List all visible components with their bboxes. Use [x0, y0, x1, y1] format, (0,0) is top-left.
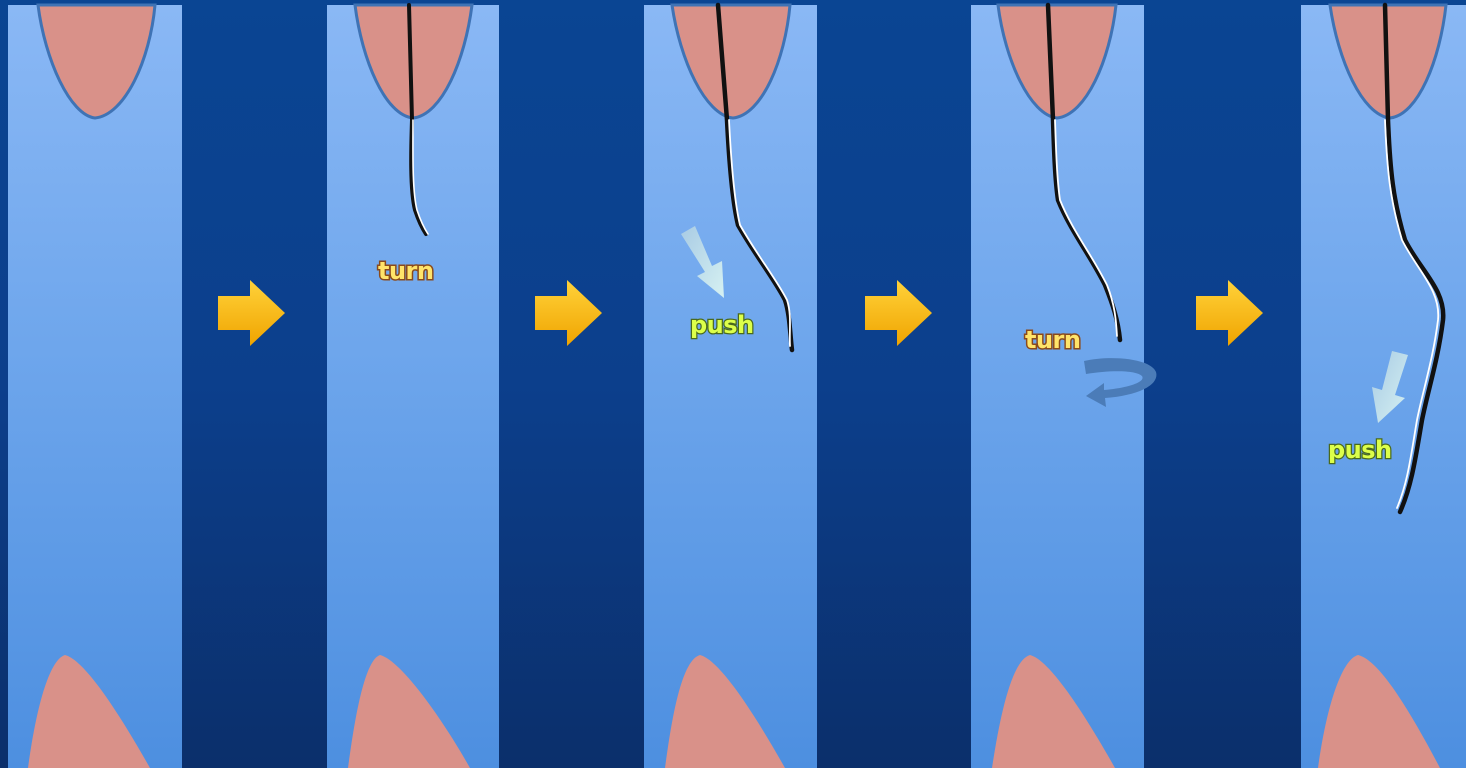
- panel-1: [8, 5, 182, 768]
- panel-5: [1301, 5, 1466, 768]
- step-label-2: turn: [378, 257, 433, 285]
- right-arrow-icon-2: [535, 280, 602, 346]
- right-arrow-icon-4: [1196, 280, 1263, 346]
- vessel-3: [644, 5, 817, 768]
- panel-4: [971, 5, 1156, 768]
- panel-2: [327, 5, 499, 768]
- right-arrow-icon-3: [865, 280, 932, 346]
- step-label-5: push: [1328, 436, 1392, 464]
- step-label-4: turn: [1025, 326, 1080, 354]
- right-arrow-icon-1: [218, 280, 285, 346]
- step-label-3: push: [690, 311, 754, 339]
- panel-3: [644, 5, 817, 768]
